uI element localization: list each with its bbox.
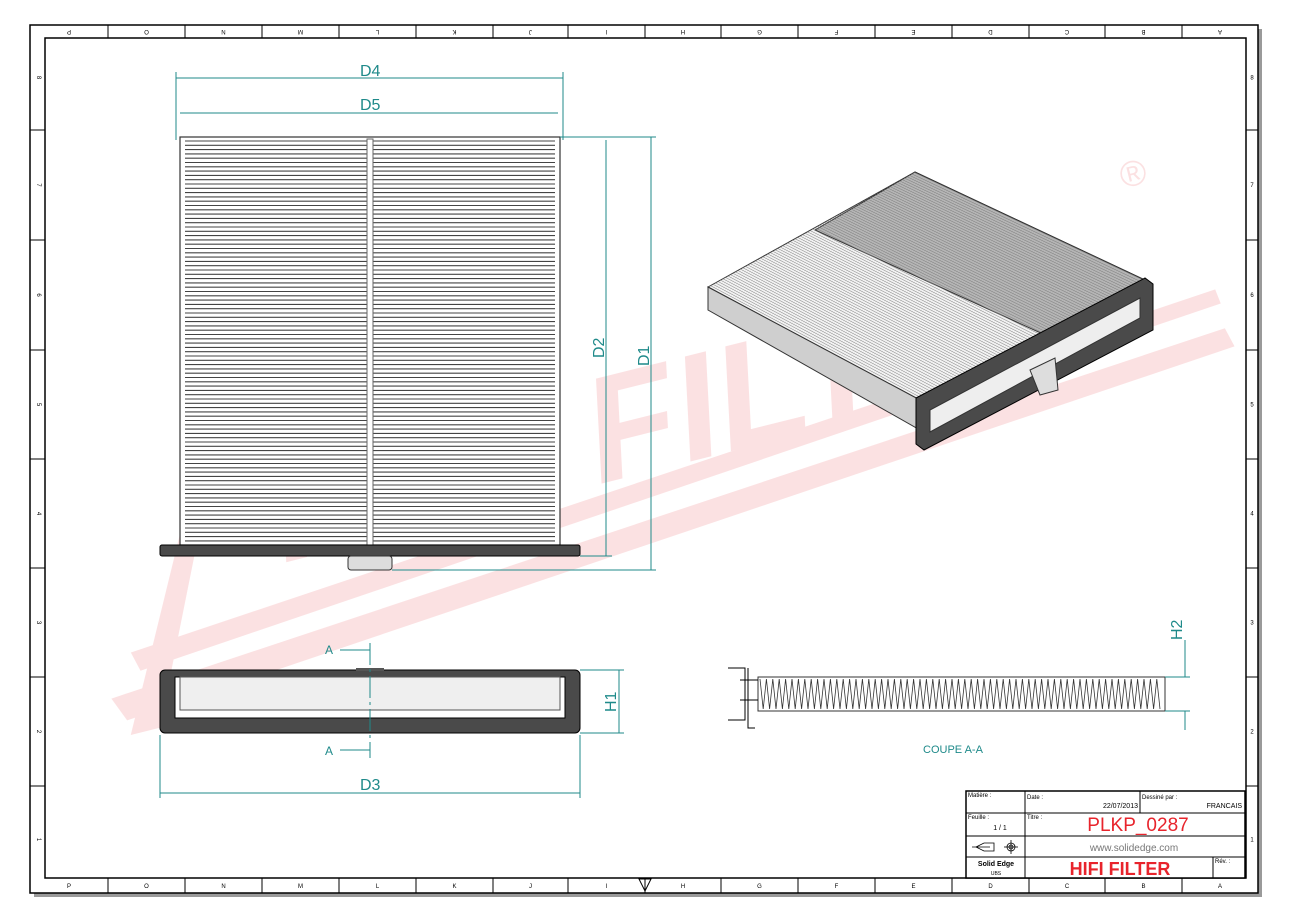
section-mark-top: A bbox=[325, 643, 333, 657]
ruler-col-top: I bbox=[605, 28, 607, 34]
projection-symbol-icon bbox=[972, 840, 1018, 854]
ruler-row-left: 6 bbox=[35, 293, 41, 297]
ruler-col-bottom: E bbox=[911, 884, 915, 890]
ruler-col-top: J bbox=[529, 28, 532, 34]
title-value: PLKP_0287 bbox=[1087, 815, 1188, 836]
front-view: D4 D5 D2 D1 bbox=[159, 63, 656, 571]
date-value: 22/07/2013 bbox=[1103, 803, 1138, 810]
dim-d1-label: D1 bbox=[636, 345, 653, 366]
ruler-col-top: F bbox=[834, 28, 838, 34]
ruler-col-bottom: B bbox=[1141, 884, 1145, 890]
side-view: A A D3 H1 bbox=[159, 643, 624, 798]
section-mark-bottom: A bbox=[325, 744, 333, 758]
software-sub: UBS bbox=[991, 871, 1002, 877]
ruler-col-top: N bbox=[221, 28, 225, 34]
ruler-col-bottom: G bbox=[757, 884, 762, 890]
ruler-row-right: 5 bbox=[1250, 403, 1254, 409]
ruler-row-right: 3 bbox=[1250, 621, 1254, 627]
section-view: H2 COUPE A-A bbox=[728, 619, 1190, 756]
sheet-ruler: P P O O N N M M L L K K J J I I H H G G F F E E D D C C B B A A 8 8 7 7 6 6 5 5… bbox=[30, 25, 1258, 893]
ruler-col-bottom: L bbox=[376, 884, 380, 890]
website: www.solidedge.com bbox=[1089, 843, 1178, 854]
ruler-col-top: P bbox=[67, 28, 71, 34]
ruler-row-left: 3 bbox=[35, 621, 41, 625]
ruler-col-bottom: I bbox=[606, 884, 608, 890]
dim-d3-label: D3 bbox=[360, 777, 381, 794]
ruler-col-top: H bbox=[681, 28, 685, 34]
ruler-row-left: 7 bbox=[35, 183, 41, 187]
sheet-label: Feuille : bbox=[968, 815, 989, 821]
ruler-col-top: C bbox=[1064, 28, 1069, 34]
rev-label: Rév. : bbox=[1215, 859, 1231, 865]
ruler-col-bottom: F bbox=[835, 884, 839, 890]
ruler-col-bottom: A bbox=[1218, 884, 1222, 890]
ruler-col-top: E bbox=[911, 28, 915, 34]
center-mark-icon bbox=[638, 878, 652, 893]
ruler-col-top: D bbox=[988, 28, 993, 34]
sheet-value: 1 / 1 bbox=[993, 825, 1007, 832]
ruler-row-right: 8 bbox=[1250, 76, 1254, 82]
ruler-row-left: 8 bbox=[35, 76, 41, 80]
ruler-col-bottom: J bbox=[529, 884, 532, 890]
dim-d4-label: D4 bbox=[360, 63, 381, 80]
ruler-col-bottom: M bbox=[298, 884, 303, 890]
drawn-by-label: Dessiné par : bbox=[1142, 795, 1178, 801]
ruler-col-bottom: O bbox=[144, 884, 149, 890]
drawn-by-value: FRANCAIS bbox=[1207, 803, 1243, 810]
ruler-row-left: 4 bbox=[35, 512, 41, 516]
ruler-col-bottom: P bbox=[67, 884, 71, 890]
ruler-col-top: K bbox=[452, 28, 456, 34]
ruler-row-right: 2 bbox=[1250, 730, 1254, 736]
dim-h2-label: H2 bbox=[1169, 619, 1186, 640]
ruler-row-left: 2 bbox=[35, 730, 41, 734]
ruler-col-top: A bbox=[1218, 28, 1222, 34]
ruler-col-bottom: N bbox=[221, 884, 225, 890]
dim-d2-label: D2 bbox=[591, 337, 608, 358]
ruler-col-bottom: K bbox=[452, 884, 456, 890]
dim-h1-label: H1 bbox=[603, 691, 620, 712]
ruler-row-right: 6 bbox=[1250, 293, 1254, 299]
title-block: Matière : Date : 22/07/2013 Dessiné par … bbox=[965, 790, 1246, 879]
ruler-col-top: M bbox=[298, 28, 303, 34]
company-name: HIFI FILTER bbox=[1070, 859, 1171, 879]
date-label: Date : bbox=[1027, 795, 1043, 801]
ruler-col-bottom: H bbox=[681, 884, 685, 890]
ruler-row-right: 4 bbox=[1250, 512, 1254, 518]
ruler-col-top: O bbox=[144, 28, 149, 34]
ruler-col-top: G bbox=[757, 28, 762, 34]
ruler-col-top: L bbox=[375, 28, 379, 34]
ruler-row-left: 1 bbox=[35, 838, 41, 842]
material-label: Matière : bbox=[968, 793, 992, 799]
software-name: Solid Edge bbox=[978, 861, 1014, 868]
ruler-row-left: 5 bbox=[35, 403, 41, 407]
title-label: Titre : bbox=[1027, 815, 1042, 821]
ruler-col-bottom: C bbox=[1065, 884, 1070, 890]
ruler-col-top: B bbox=[1141, 28, 1145, 34]
section-label: COUPE A-A bbox=[923, 744, 984, 756]
ruler-col-bottom: D bbox=[988, 884, 993, 890]
dim-d5-label: D5 bbox=[360, 97, 381, 114]
isometric-view bbox=[706, 171, 1154, 451]
ruler-row-right: 7 bbox=[1250, 183, 1254, 189]
ruler-row-right: 1 bbox=[1250, 838, 1254, 844]
